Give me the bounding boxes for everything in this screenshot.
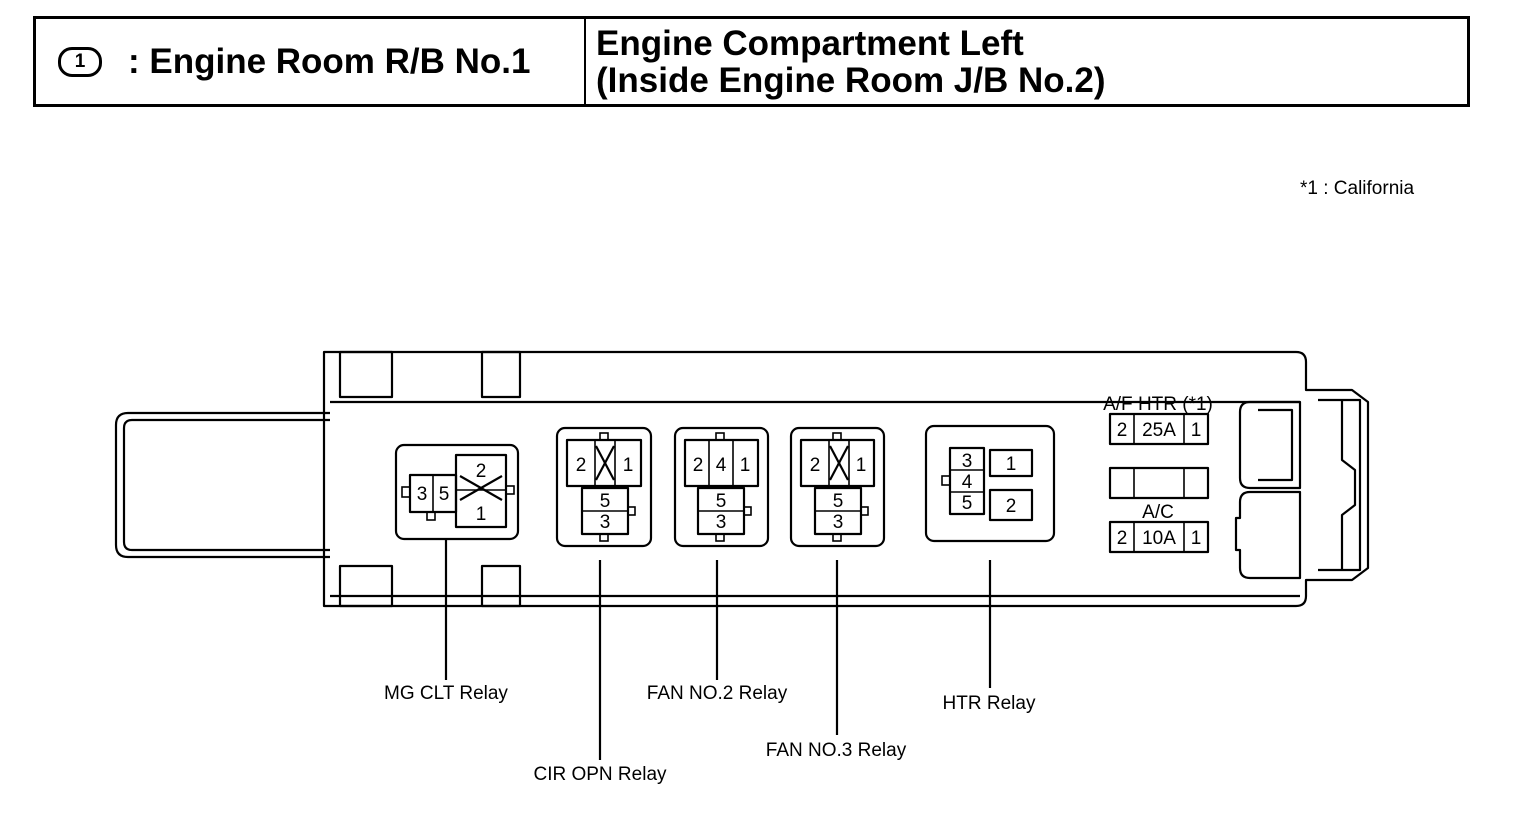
fan3-pin-1: 1 — [856, 455, 867, 476]
cir-opn-relay-label: CIR OPN Relay — [533, 764, 667, 785]
htr-relay-label: HTR Relay — [943, 693, 1036, 714]
housing-right-rail — [1318, 398, 1362, 572]
diagram-header: 1 : Engine Room R/B No.1 Engine Compartm… — [33, 16, 1470, 107]
footnote-california: *1 : California — [1300, 178, 1415, 199]
ac-pin-2: 2 — [1117, 528, 1128, 549]
cir-opn-cross-b — [595, 445, 615, 481]
fan2-pin-1: 1 — [740, 455, 751, 476]
mg-clt-relay-label: MG CLT Relay — [384, 683, 508, 704]
cir-opn-relay-socket — [555, 426, 653, 548]
header-right-title-line2: (Inside Engine Room J/B No.2) — [596, 61, 1106, 100]
housing-right-latch — [1340, 400, 1357, 570]
htr-pin-4: 4 — [962, 472, 973, 493]
mg-clt-pin-3: 3 — [417, 484, 428, 505]
ac-fuse-label: A/C — [1142, 502, 1174, 523]
header-left-title: : Engine Room R/B No.1 — [128, 41, 531, 81]
af-htr-fuse-label: A/F HTR (*1) — [1103, 394, 1213, 415]
fan2-pin-2: 2 — [693, 455, 704, 476]
left-tab-outline — [114, 411, 330, 559]
fan2-relay-label: FAN NO.2 Relay — [647, 683, 788, 704]
mg-clt-cross-b — [459, 475, 503, 501]
htr-pin-2: 2 — [1006, 496, 1017, 517]
right-clip-upper-inner — [1258, 408, 1294, 482]
mg-clt-relay-socket — [394, 443, 520, 541]
fan2-pin-4: 4 — [716, 455, 727, 476]
af-htr-pin-2: 2 — [1117, 420, 1128, 441]
fan3-relay-socket — [789, 426, 886, 548]
left-tab-inner-outline — [122, 418, 330, 552]
fan2-pin-5: 5 — [716, 491, 727, 512]
htr-pin2-box — [988, 488, 1034, 522]
cir-opn-pin-5: 5 — [600, 491, 611, 512]
htr-pin1-box — [988, 448, 1034, 478]
htr-pin-3: 3 — [962, 451, 973, 472]
af-htr-rating: 25A — [1142, 420, 1176, 441]
right-clip-lower — [1234, 490, 1302, 580]
cir-opn-pin-1: 1 — [623, 455, 634, 476]
htr-relay-socket — [924, 424, 1056, 543]
htr-pin-1: 1 — [1006, 454, 1017, 475]
ac-fuse-outline — [1108, 520, 1210, 554]
ac-rating: 10A — [1142, 528, 1176, 549]
fan2-pin-3: 3 — [716, 512, 727, 533]
fan3-pin-2: 2 — [810, 455, 821, 476]
cir-opn-pin-2: 2 — [576, 455, 587, 476]
fan3-pin-5: 5 — [833, 491, 844, 512]
fan3-relay-label: FAN NO.3 Relay — [766, 740, 907, 761]
htr-pin-5: 5 — [962, 493, 973, 514]
header-right-cell: Engine Compartment Left (Inside Engine R… — [586, 19, 1467, 104]
housing-inner-lines — [330, 400, 1300, 598]
header-left-cell: 1 : Engine Room R/B No.1 — [36, 19, 586, 104]
connector-code-badge: 1 — [58, 46, 102, 77]
spare-fuse-slot — [1108, 466, 1210, 500]
ear-bottom-left — [338, 564, 394, 608]
ear-bottom-right — [480, 564, 522, 608]
relay-block-housing — [322, 350, 1370, 608]
fan2-relay-socket — [673, 426, 770, 548]
mg-clt-pin-1: 1 — [476, 504, 487, 525]
fan3-cross-b — [829, 445, 849, 481]
ear-top-left — [338, 350, 394, 399]
fan3-pin-3: 3 — [833, 512, 844, 533]
right-clip-upper — [1238, 400, 1302, 490]
af-htr-fuse-outline — [1108, 412, 1210, 446]
af-htr-pin-1: 1 — [1191, 420, 1202, 441]
ear-top-right — [480, 350, 522, 399]
cir-opn-pin-3: 3 — [600, 512, 611, 533]
ac-pin-1: 1 — [1191, 528, 1202, 549]
mg-clt-pin-2: 2 — [476, 461, 487, 482]
header-right-title-line1: Engine Compartment Left — [596, 24, 1024, 63]
mg-clt-pin-5: 5 — [439, 484, 450, 505]
